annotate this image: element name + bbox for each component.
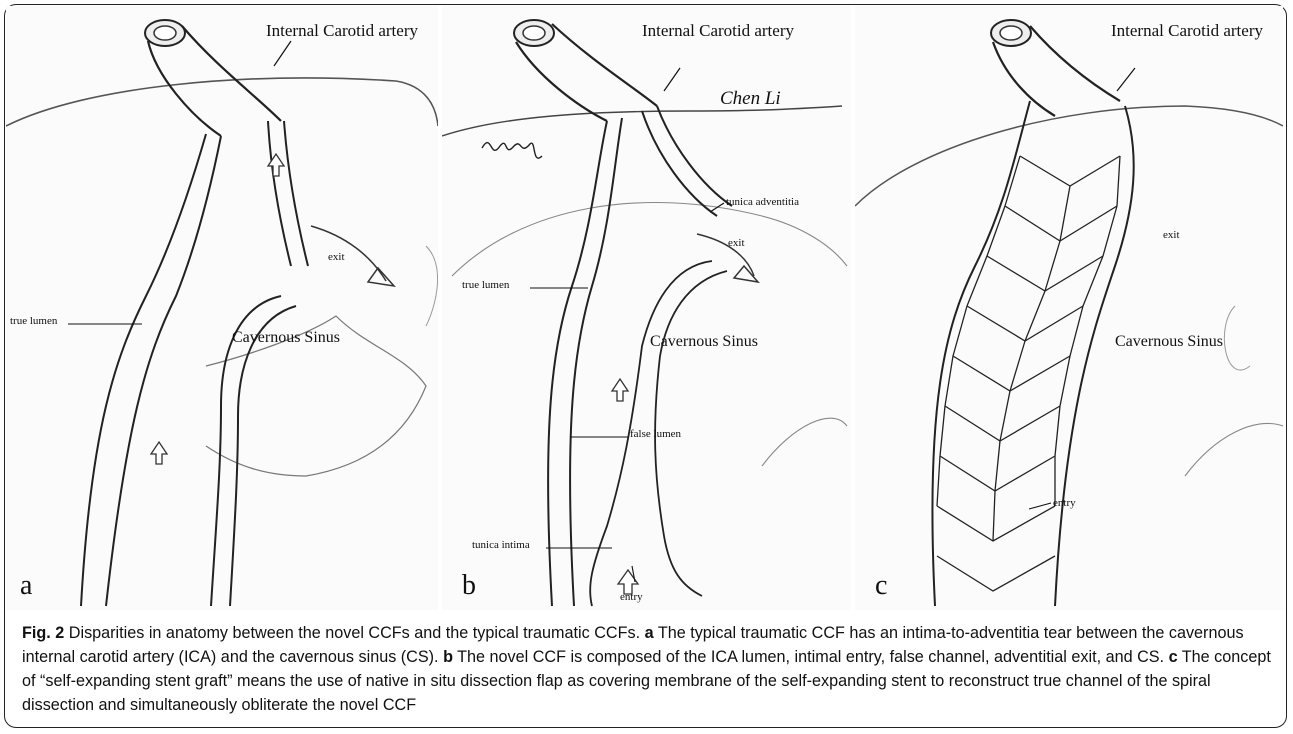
label-cavernous-sinus: Cavernous Sinus xyxy=(650,333,758,350)
stent-wall-right xyxy=(1055,106,1134,606)
ica-pointer xyxy=(1117,68,1135,91)
caption-c-label: c xyxy=(1169,648,1178,666)
sinus-outline xyxy=(6,78,438,126)
sinus-outline xyxy=(442,106,842,136)
left-wall-inner xyxy=(106,136,221,606)
stent-wall-left xyxy=(932,101,1030,606)
label-true-lumen: true lumen xyxy=(10,315,58,327)
label-ica: Internal Carotid artery xyxy=(266,21,418,40)
panel-c-drawing: Internal Carotid artery exit Cavernous S… xyxy=(855,6,1283,610)
panel-a: Internal Carotid artery exit true lumen … xyxy=(6,6,438,610)
flow-arrow xyxy=(612,379,628,401)
sinus-fold xyxy=(1185,423,1283,476)
sinus-fold-2 xyxy=(426,246,438,326)
label-exit: exit xyxy=(1163,229,1180,241)
panel-b: Internal Carotid artery Chen Li tunica a… xyxy=(442,6,851,610)
caption-b-text: The novel CCF is composed of the ICA lum… xyxy=(453,648,1169,666)
true-lumen-inner xyxy=(570,118,622,606)
caption-intro: Disparities in anatomy between the novel… xyxy=(64,624,644,642)
entry-pointer xyxy=(1029,503,1051,509)
caption-b-label: b xyxy=(443,648,453,666)
label-ica: Internal Carotid artery xyxy=(1111,21,1263,40)
panel-c: Internal Carotid artery exit Cavernous S… xyxy=(855,6,1283,610)
label-entry: entry xyxy=(1053,497,1076,509)
vessel-lumen xyxy=(154,26,176,40)
sinus-fold xyxy=(452,203,847,277)
right-wall-upper xyxy=(268,121,308,266)
sinus-fold-2 xyxy=(1224,306,1250,370)
panel-letter-c: c xyxy=(875,570,887,601)
figure-caption: Fig. 2 Disparities in anatomy between th… xyxy=(22,621,1272,717)
label-true-lumen: true lumen xyxy=(462,279,510,291)
exit-arrowhead xyxy=(368,268,394,286)
label-cavernous-sinus: Cavernous Sinus xyxy=(1115,333,1223,350)
caption-a-label: a xyxy=(645,624,654,642)
figure-panels: Internal Carotid artery exit true lumen … xyxy=(6,6,1283,610)
label-cavernous-sinus: Cavernous Sinus xyxy=(232,329,340,346)
ica-pointer xyxy=(664,68,680,91)
flow-arrow xyxy=(151,442,167,464)
label-tunica-intima: tunica intima xyxy=(472,539,530,551)
adventitia-wall xyxy=(642,106,732,216)
panel-b-drawing: Internal Carotid artery Chen Li tunica a… xyxy=(442,6,851,610)
left-wall-outer xyxy=(81,134,206,606)
sinus-fold-2 xyxy=(762,418,847,466)
panel-a-drawing: Internal Carotid artery exit true lumen … xyxy=(6,6,438,610)
label-tunica-adventitia: tunica adventitia xyxy=(726,196,799,208)
label-exit: exit xyxy=(328,251,345,263)
signature-scribble xyxy=(482,143,542,159)
label-entry: entry xyxy=(620,591,643,603)
vessel-lumen xyxy=(1000,26,1022,40)
ica-pointer xyxy=(274,41,291,66)
exit-arrow xyxy=(697,234,754,276)
panel-letter-b: b xyxy=(462,570,476,601)
label-exit: exit xyxy=(728,237,745,249)
label-ica: Internal Carotid artery xyxy=(642,21,794,40)
panel-letter-a: a xyxy=(20,570,33,601)
caption-fig-label: Fig. 2 xyxy=(22,624,64,642)
label-false-lumen: false lumen xyxy=(630,428,682,440)
signature-chen-li: Chen Li xyxy=(720,88,781,109)
stent-mesh xyxy=(937,156,1120,591)
true-lumen-outer xyxy=(548,121,607,606)
exit-arrowhead xyxy=(734,266,758,282)
vessel-lumen xyxy=(523,26,545,40)
